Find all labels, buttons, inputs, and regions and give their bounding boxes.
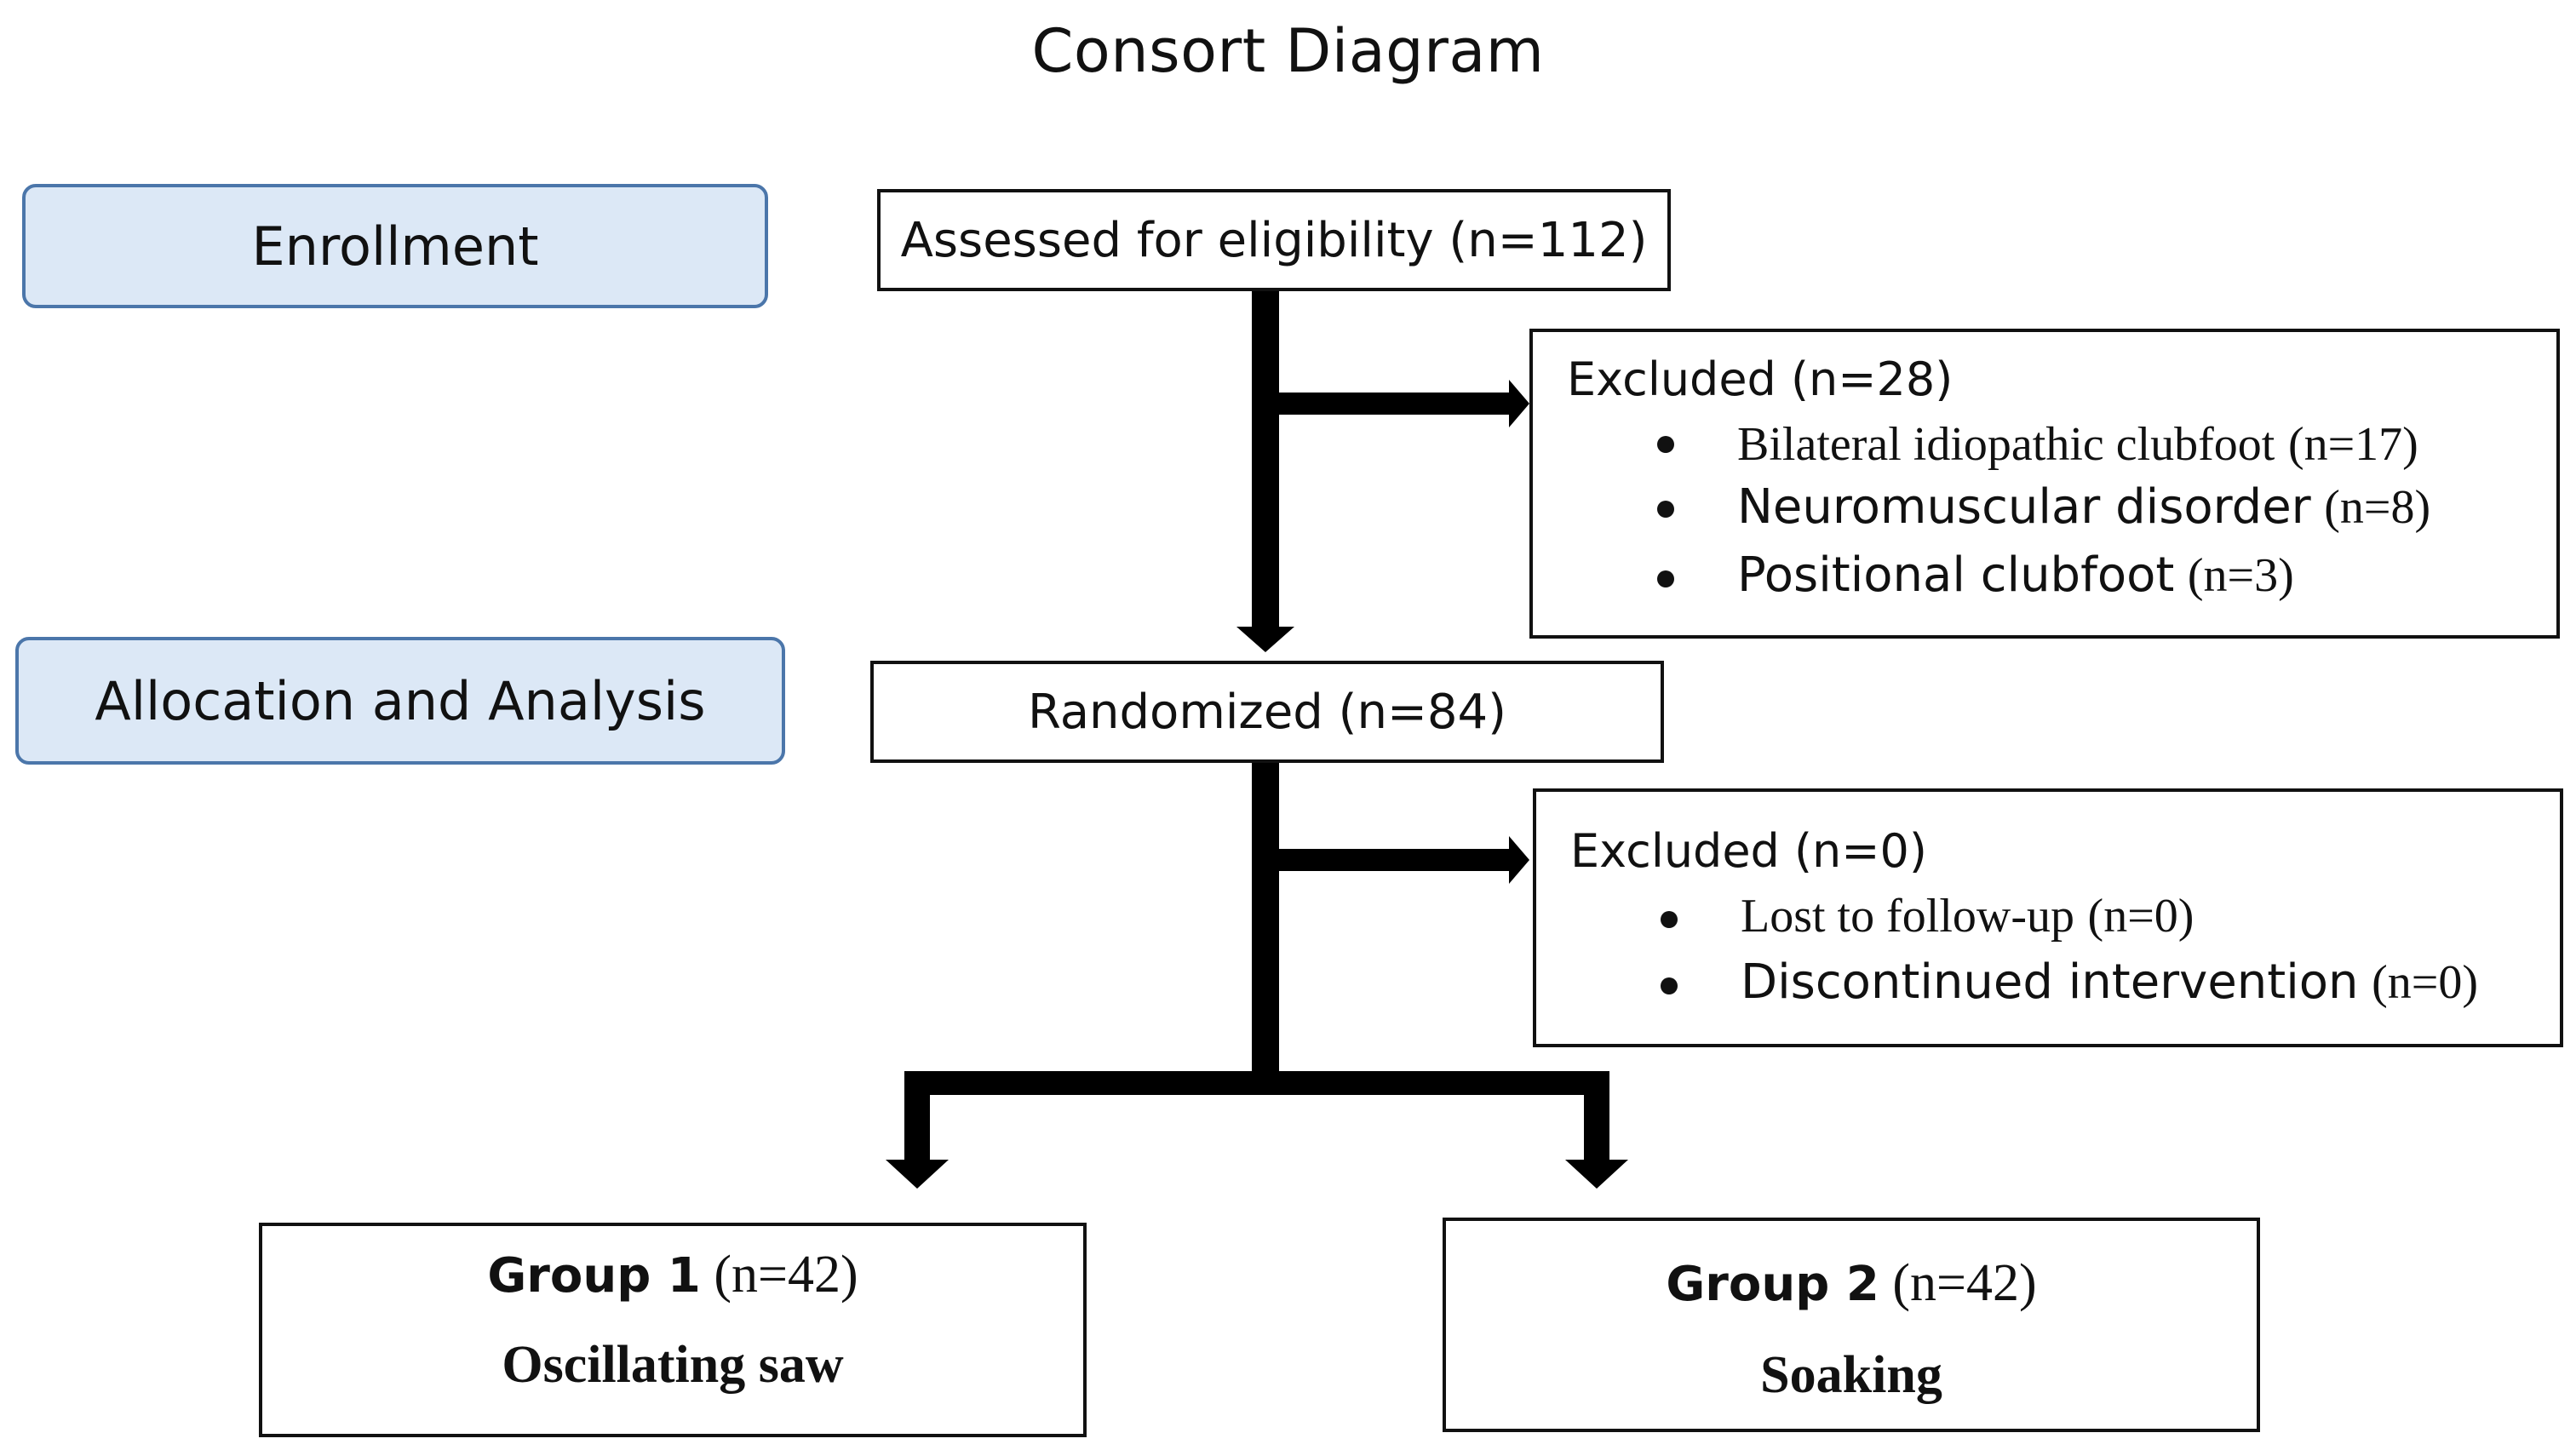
connector-drop-group-1	[904, 1071, 930, 1165]
exclusion-item-count: (n=17)	[2287, 418, 2418, 471]
assessed-label: Assessed for eligibility (n=112)	[900, 212, 1648, 268]
connector-split-bar	[904, 1071, 1609, 1095]
stage-allocation-label: Allocation and Analysis	[95, 669, 706, 732]
group-1-name: Group 1	[487, 1248, 701, 1304]
group-2-count: (n=42)	[1892, 1254, 2037, 1312]
connector-branch-2	[1265, 849, 1517, 871]
connector-trunk-1	[1252, 291, 1279, 632]
exclusion-item-count: (n=8)	[2324, 481, 2431, 534]
exclusion-item-label: Neuromuscular disorder	[1737, 479, 2311, 535]
exclusion-box-allocation: Excluded (n=0) Lost to follow-up (n=0) D…	[1533, 788, 2563, 1047]
exclusion-item-label: Discontinued intervention	[1741, 954, 2359, 1010]
exclusion-item-count: (n=0)	[2087, 890, 2194, 943]
exclusion-heading: Excluded (n=0)	[1570, 824, 1927, 878]
stage-allocation-analysis: Allocation and Analysis	[15, 637, 785, 765]
exclusion-item: Bilateral idiopathic clubfoot (n=17)	[1533, 416, 2555, 475]
connector-branch-1	[1265, 393, 1517, 415]
group-1-intervention: Oscillating saw	[502, 1336, 844, 1394]
arrow-head-group-1	[886, 1160, 949, 1189]
exclusion-item: Neuromuscular disorder (n=8)	[1533, 479, 2555, 538]
bullet-icon	[1661, 977, 1678, 994]
bullet-icon	[1661, 911, 1678, 928]
exclusion-box-enrollment: Excluded (n=28) Bilateral idiopathic clu…	[1529, 329, 2560, 639]
exclusion-item-count: (n=0)	[2372, 956, 2478, 1009]
exclusion-heading: Excluded (n=28)	[1567, 352, 1954, 406]
exclusion-item: Lost to follow-up (n=0)	[1536, 887, 2558, 947]
bullet-icon	[1657, 501, 1674, 518]
group-1-count: (n=42)	[714, 1246, 858, 1304]
exclusion-item-label: Positional clubfoot	[1737, 547, 2175, 603]
bullet-icon	[1657, 570, 1674, 587]
exclusion-item: Positional clubfoot (n=3)	[1533, 547, 2555, 606]
bullet-icon	[1657, 436, 1674, 453]
connector-trunk-2	[1252, 761, 1279, 1090]
group-1-box: Group 1 (n=42) Oscillating saw	[259, 1223, 1087, 1437]
group-2-box: Group 2 (n=42) Soaking	[1443, 1218, 2260, 1432]
arrow-head-exclusion-2	[1509, 836, 1529, 884]
arrow-head-exclusion-1	[1509, 380, 1529, 427]
exclusion-item-count: (n=3)	[2187, 549, 2294, 602]
stage-enrollment: Enrollment	[22, 184, 768, 308]
diagram-title: Consort Diagram	[1031, 16, 1545, 86]
arrow-head-randomized	[1236, 627, 1294, 652]
connector-drop-group-2	[1584, 1071, 1609, 1165]
randomized-label: Randomized (n=84)	[1028, 684, 1506, 740]
exclusion-item: Discontinued intervention (n=0)	[1536, 954, 2558, 1013]
assessed-box: Assessed for eligibility (n=112)	[877, 189, 1671, 291]
stage-enrollment-label: Enrollment	[251, 215, 539, 278]
arrow-head-group-2	[1565, 1160, 1628, 1189]
group-2-heading: Group 2 (n=42)	[1446, 1253, 2257, 1314]
group-2-name: Group 2	[1666, 1257, 1879, 1312]
group-1-heading: Group 1 (n=42)	[262, 1245, 1083, 1305]
randomized-box: Randomized (n=84)	[870, 661, 1664, 763]
exclusion-item-label: Lost to follow-up	[1741, 890, 2074, 943]
exclusion-item-label: Bilateral idiopathic clubfoot	[1737, 418, 2275, 471]
group-2-intervention: Soaking	[1760, 1346, 1942, 1404]
